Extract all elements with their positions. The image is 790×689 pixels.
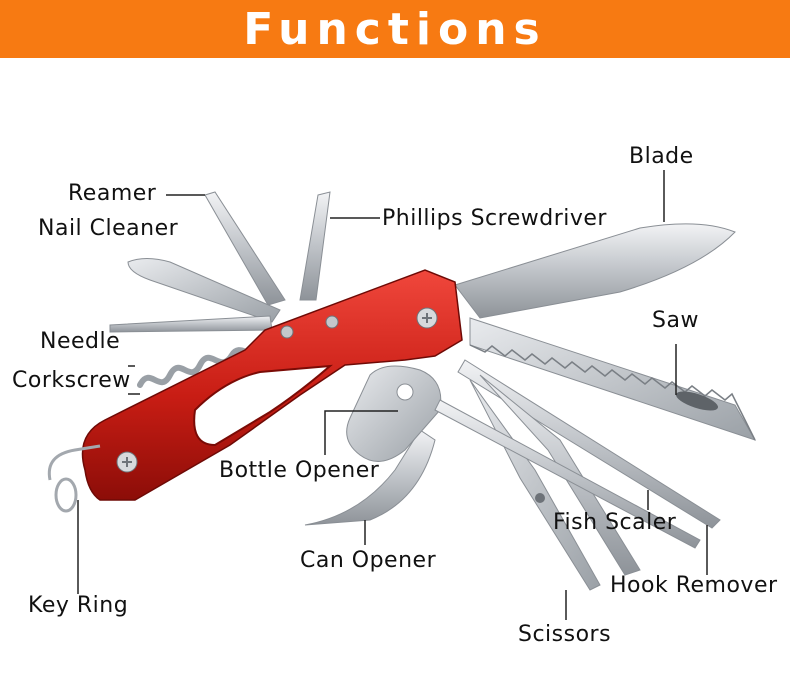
label-phillips-screwdriver: Phillips Screwdriver [382, 206, 607, 231]
label-needle: Needle [40, 329, 121, 354]
multitool-illustration [47, 170, 757, 620]
label-key-ring: Key Ring [28, 593, 129, 618]
phillips-screwdriver-tool [299, 191, 331, 301]
reamer-tool [204, 191, 286, 306]
page-title: Functions [243, 3, 547, 55]
saw-tool [469, 317, 757, 441]
scissors-tool [469, 374, 641, 591]
red-handle [81, 269, 463, 501]
label-reamer: Reamer [68, 181, 157, 206]
label-hook-remover: Hook Remover [610, 573, 778, 598]
label-nail-cleaner: Nail Cleaner [38, 216, 179, 241]
can-opener-tool [304, 429, 436, 526]
label-corkscrew: Corkscrew [12, 368, 131, 393]
hook-remover-tool [434, 399, 701, 549]
fish-scaler-tool [457, 359, 721, 529]
label-can-opener: Can Opener [300, 548, 437, 573]
bottle-opener-tool [346, 365, 442, 462]
label-blade: Blade [629, 144, 694, 169]
label-fish-scaler: Fish Scaler [553, 510, 677, 535]
corkscrew-tool [137, 347, 261, 388]
blade-tool [454, 223, 736, 319]
leader-lines [77, 170, 708, 620]
nail-cleaner-tool [127, 258, 281, 323]
header-banner: Functions [0, 0, 790, 58]
needle-tool [109, 315, 273, 333]
label-saw: Saw [652, 308, 699, 333]
label-scissors: Scissors [518, 622, 612, 647]
label-bottle-opener: Bottle Opener [219, 458, 380, 483]
key-ring-tool [47, 444, 101, 513]
